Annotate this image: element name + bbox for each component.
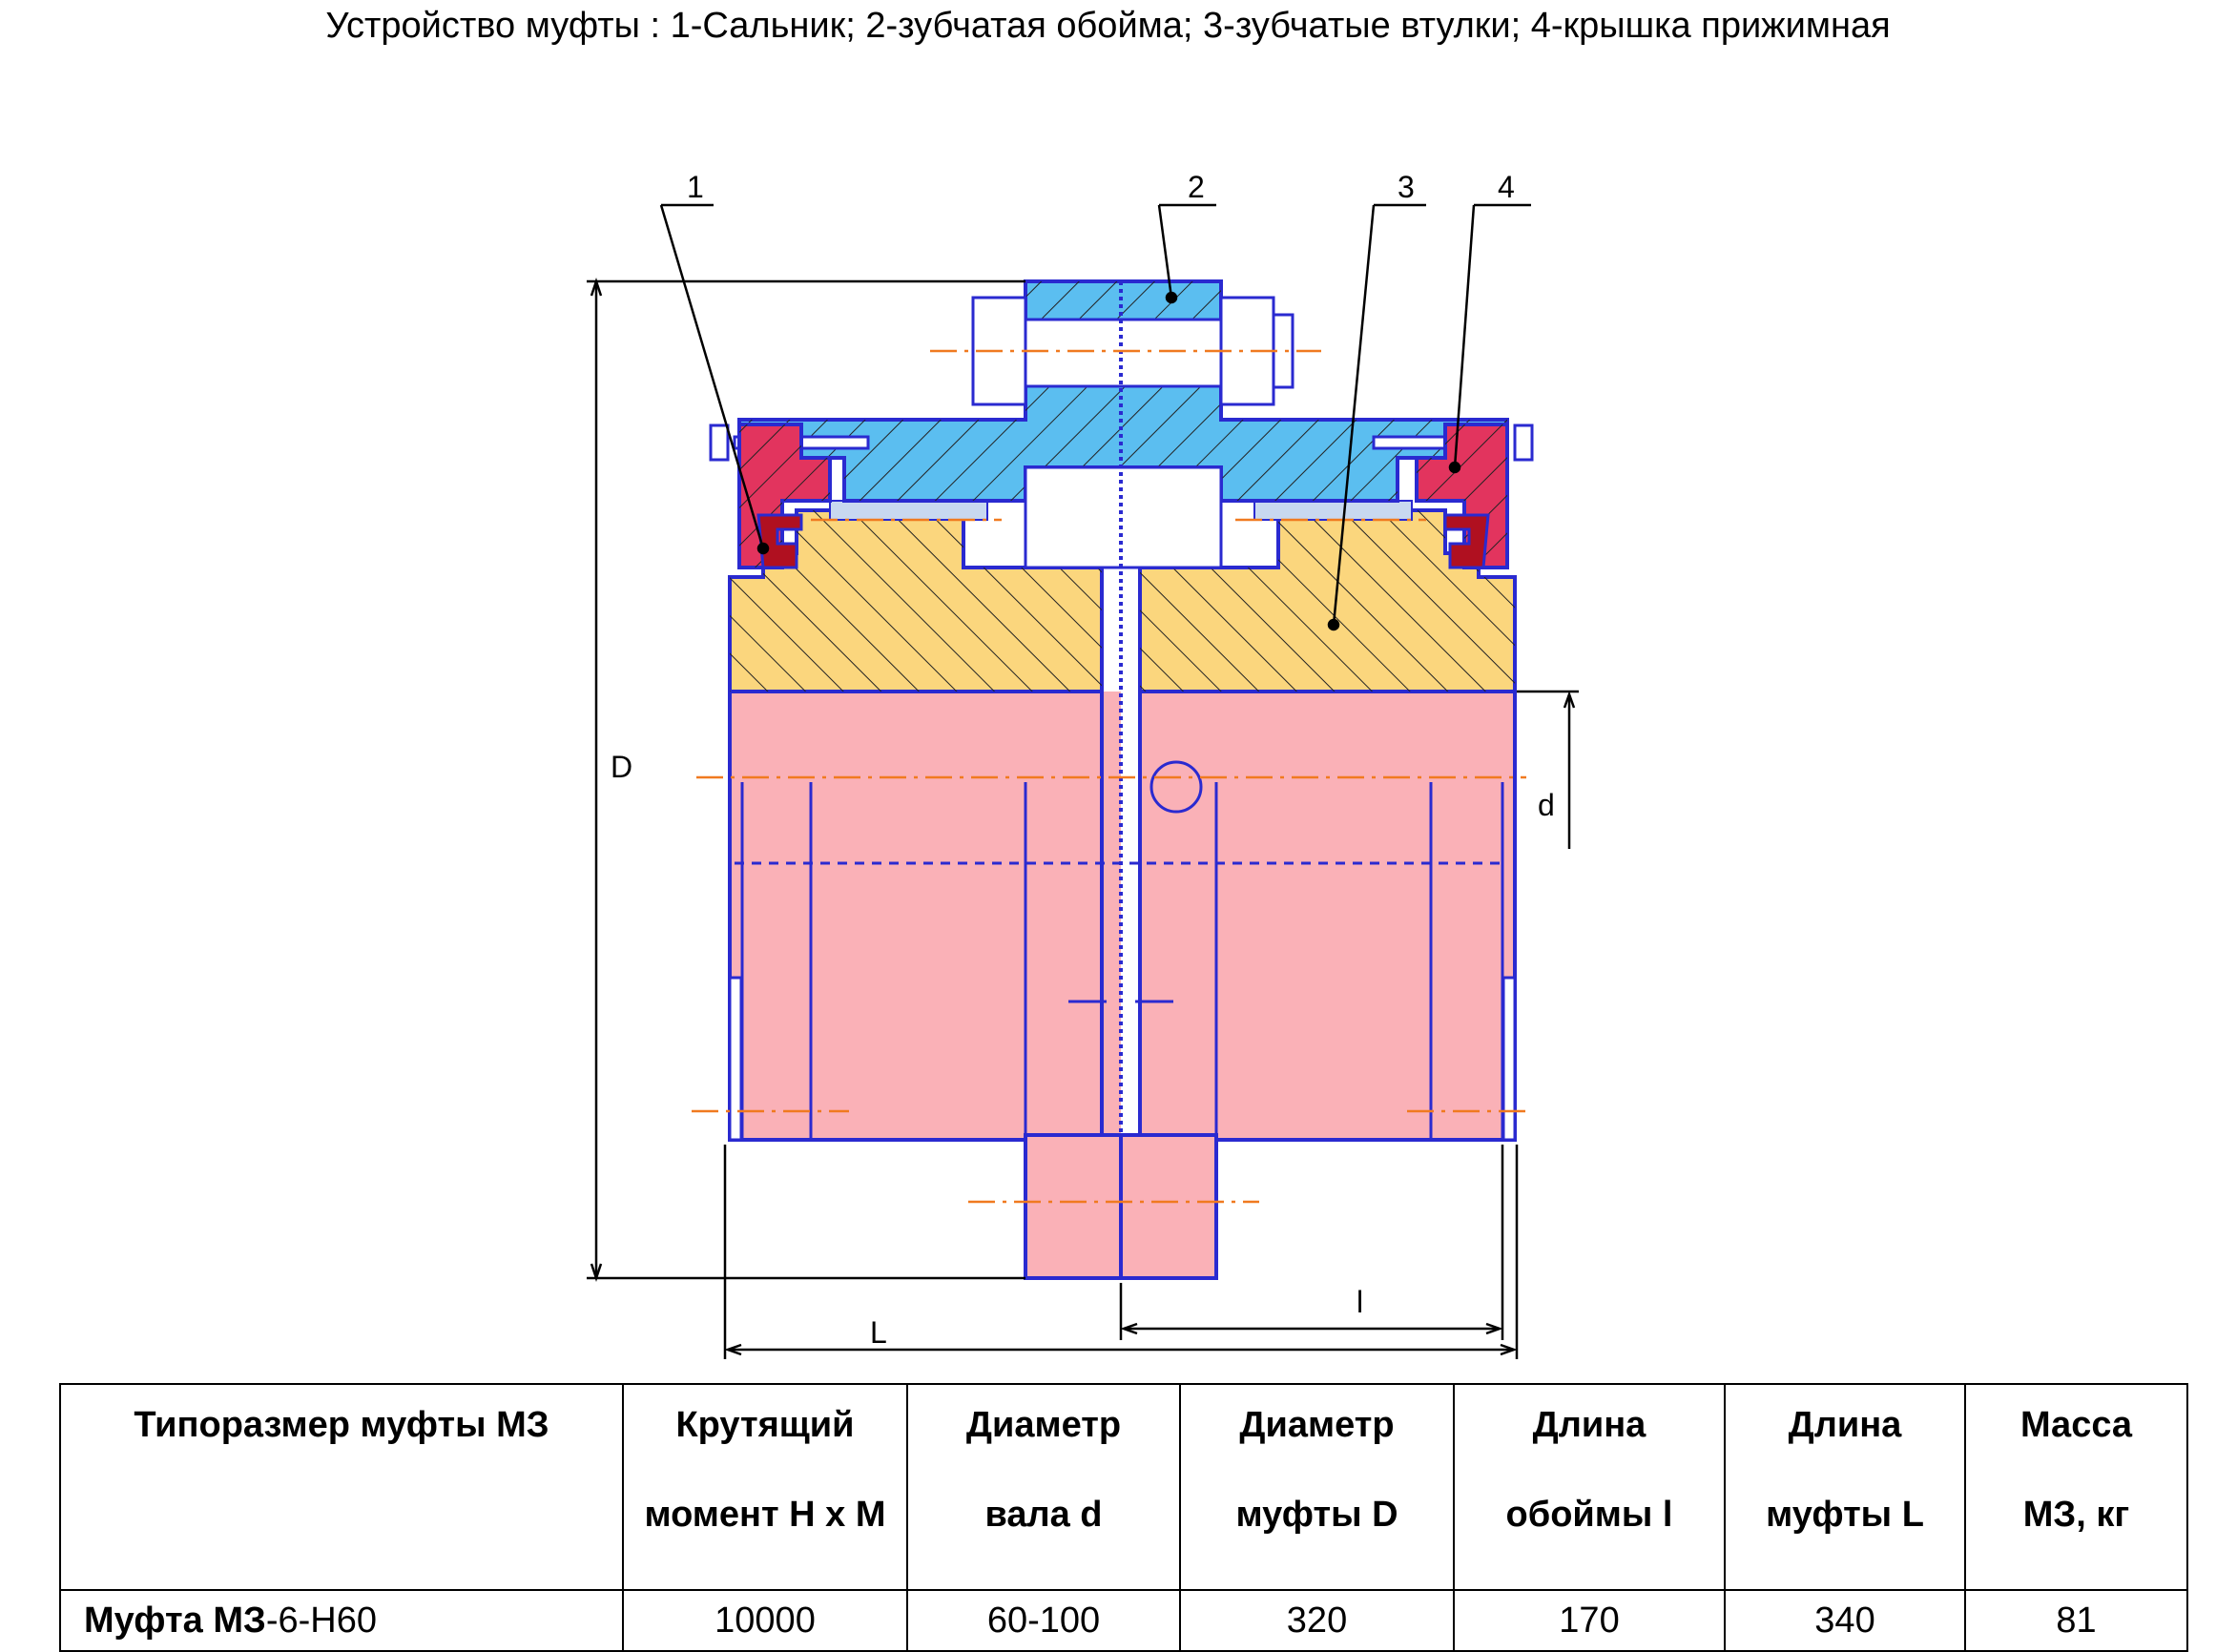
cell-sleeve-length: 170 bbox=[1453, 1589, 1726, 1652]
dim-label-l: l bbox=[1357, 1285, 1363, 1319]
cell-torque: 10000 bbox=[622, 1589, 908, 1652]
key-circle bbox=[1149, 760, 1203, 814]
figure-caption: Устройство муфты : 1-Сальник; 2-зубчатая… bbox=[325, 6, 1891, 46]
coupling-section-drawing: D d L l 1 2 3 4 bbox=[587, 170, 1579, 1359]
table-row: Муфта МЗ-6-Н60 10000 60-100 320 170 340 … bbox=[59, 1589, 2188, 1652]
cell-size: Муфта МЗ-6-Н60 bbox=[59, 1589, 624, 1652]
callout-1: 1 bbox=[687, 170, 704, 204]
hub-inner-lines bbox=[735, 782, 1507, 1140]
dimension-lines bbox=[587, 278, 1579, 1359]
seal-right bbox=[1443, 513, 1490, 569]
dim-label-D: D bbox=[611, 750, 632, 784]
cell-mass: 81 bbox=[1964, 1589, 2188, 1652]
cell-coupling-length: 340 bbox=[1724, 1589, 1966, 1652]
hub-left bbox=[728, 690, 1123, 1280]
hub-right bbox=[1119, 690, 1517, 1280]
tooth-band-left bbox=[829, 500, 988, 521]
tooth-band-right bbox=[1253, 500, 1413, 521]
callout-4: 4 bbox=[1498, 170, 1515, 204]
callout-2: 2 bbox=[1188, 170, 1205, 204]
toothed-bushing-left bbox=[728, 508, 1104, 693]
cell-coupling-diameter: 320 bbox=[1179, 1589, 1455, 1652]
header-size: Типоразмер муфты МЗ bbox=[59, 1383, 624, 1591]
dim-label-L: L bbox=[870, 1315, 887, 1350]
callout-leaders bbox=[659, 203, 1531, 631]
dim-label-d: d bbox=[1538, 788, 1555, 822]
toothed-sleeve bbox=[737, 279, 1509, 569]
seal-left bbox=[756, 513, 803, 569]
callout-3: 3 bbox=[1398, 170, 1415, 204]
centerlines bbox=[692, 349, 1531, 1204]
cell-shaft-diameter: 60-100 bbox=[906, 1589, 1181, 1652]
